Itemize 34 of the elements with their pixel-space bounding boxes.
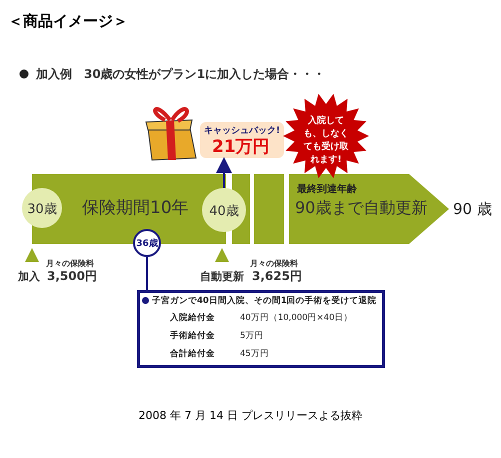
premium-amount: 3,625円 [252, 268, 302, 285]
heading: ＜商品イメージ＞ [8, 12, 128, 31]
arrow [216, 157, 232, 188]
table-cell: 40万円（10,000円×40日） [240, 312, 352, 324]
intro-text: 30歳の女性がプラン1に加入した場合・・・ [84, 66, 326, 83]
age-limit-label: 最終到達年齢 [297, 182, 357, 196]
table-cell: 5万円 [240, 330, 264, 342]
period-text: 保険期間10年 [82, 197, 189, 219]
table-cell: 入院給付金 [170, 312, 215, 324]
leader-line [146, 257, 148, 290]
table-cell: 45万円 [240, 348, 269, 360]
end-age-text: 90 歳 [453, 200, 492, 219]
table-cell: 手術給付金 [170, 330, 215, 342]
cashback-label: キャッシュバック! [204, 125, 280, 137]
cashback-box [200, 122, 284, 158]
amount-text: 21万円 [212, 136, 270, 158]
age-circle [133, 229, 161, 257]
premium-label: 月々の保険料 [250, 258, 298, 269]
table-cell: 合計給付金 [170, 348, 215, 360]
premium-label: 月々の保険料 [46, 258, 94, 269]
renewal-text: 90歳まで自動更新 [295, 198, 428, 219]
case-text: 子宮ガンで40日間入院、その間1回の手術を受けて退院 [152, 295, 377, 307]
timeline-segment [254, 174, 284, 244]
age-text: 30歳 [26, 201, 58, 218]
example-box [137, 290, 385, 368]
join-label: 加入 [18, 269, 40, 284]
badge-text: 入院しても、しなくても受け取れます! [302, 115, 350, 167]
caption: 2008 年 7 月 14 日 プレスリリースよる抜粋 [138, 408, 364, 423]
renewal-label: 自動更新 [200, 269, 244, 284]
age-circle [22, 188, 62, 228]
intro-label: 加入例 [36, 66, 72, 83]
age-text: 40歳 [208, 203, 240, 220]
premium-amount: 3,500円 [47, 268, 97, 285]
age-text: 36歳 [135, 237, 159, 250]
